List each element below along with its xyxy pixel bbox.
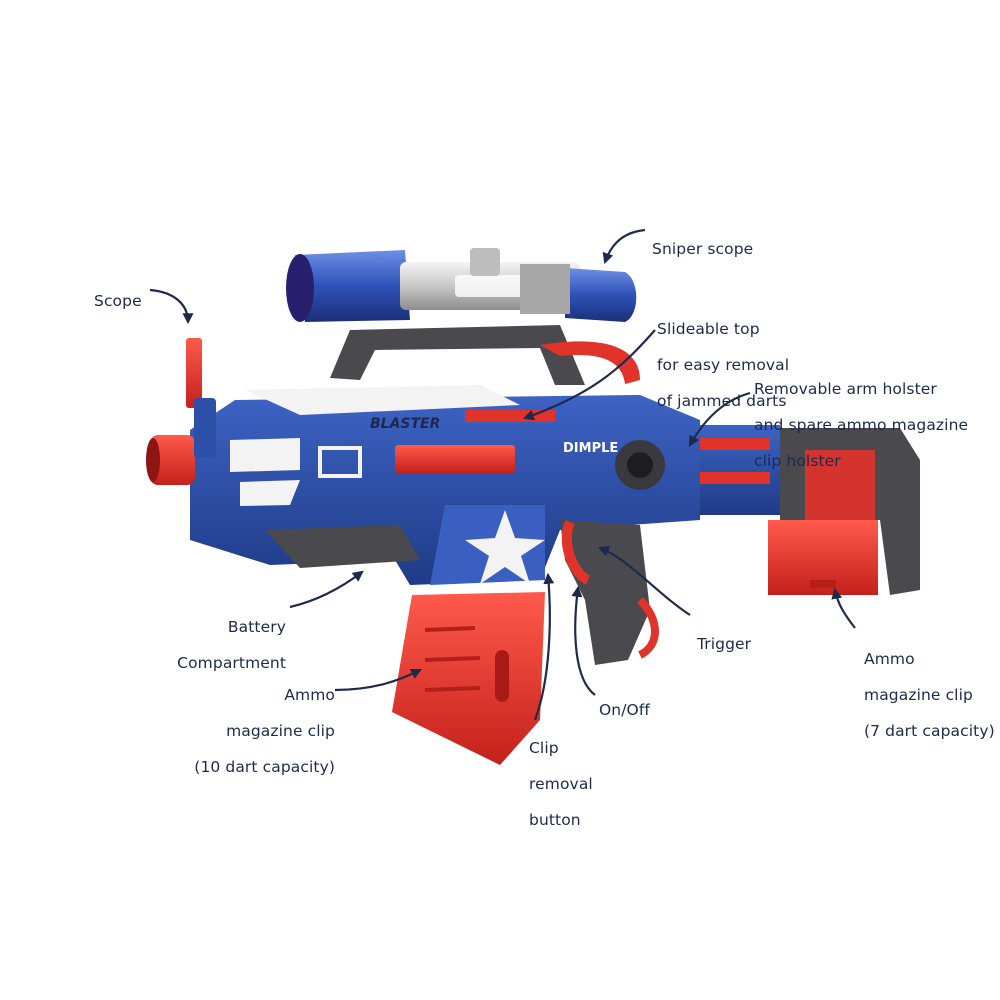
- callout-clip-removal-line-2: removal: [529, 775, 593, 793]
- callout-scope: Scope: [94, 274, 142, 328]
- callout-battery: Battery Compartment: [150, 600, 286, 690]
- callout-clip-removal-line-1: Clip: [529, 739, 559, 757]
- arrow-battery: [289, 570, 364, 609]
- callout-clip-removal: Clip removal button: [529, 721, 593, 847]
- callout-slideable-top-line-3: of jammed darts: [657, 392, 787, 410]
- callout-trigger: Trigger: [697, 617, 751, 671]
- callout-ammo-clip-10-line-3: (10 dart capacity): [194, 758, 335, 776]
- callout-ammo-clip-7: Ammo magazine clip (7 dart capacity): [864, 632, 995, 758]
- callout-clip-removal-line-3: button: [529, 811, 581, 829]
- arrow-ammo-clip-7: [831, 587, 856, 629]
- arrow-on-off: [571, 585, 596, 696]
- trigger-guard: [561, 520, 591, 585]
- barrel-tip: [150, 435, 195, 485]
- battery-compartment-part: [265, 525, 420, 568]
- model-label: BLASTER: [370, 416, 440, 432]
- callout-ammo-clip-10-line-2: magazine clip: [226, 722, 335, 740]
- callout-on-off-line: On/Off: [599, 701, 650, 719]
- callout-scope-line: Scope: [94, 292, 142, 310]
- arrow-sniper-scope: [602, 228, 646, 265]
- front-scope-post: [186, 338, 202, 408]
- side-red-panel: [395, 445, 515, 473]
- callout-battery-line-1: Battery: [227, 618, 286, 636]
- callout-ammo-clip-7-line-3: (7 dart capacity): [864, 722, 995, 740]
- brand-label: DIMPLE: [563, 441, 618, 456]
- callout-on-off: On/Off: [599, 683, 650, 737]
- callout-slideable-top-line-1: Slideable top: [657, 320, 760, 338]
- callout-arm-holster: Removable arm holster and spare ammo mag…: [754, 362, 968, 488]
- sniper-scope-part: [286, 248, 637, 322]
- callout-sniper-scope-line: Sniper scope: [652, 240, 754, 258]
- callout-slideable-top-line-2: for easy removal: [657, 356, 790, 374]
- arrow-clip-removal: [533, 572, 555, 721]
- callout-arm-holster-line-1: Removable arm holster: [754, 380, 937, 398]
- callout-ammo-clip-10: Ammo magazine clip (10 dart capacity): [160, 668, 335, 794]
- blaster-illustration: [146, 248, 920, 765]
- ammo-clip-10-part: [392, 592, 545, 765]
- arrow-trigger: [597, 546, 691, 616]
- callout-arrows: [149, 228, 856, 721]
- callout-battery-line-2: Compartment: [177, 654, 286, 672]
- callout-slideable-top: Slideable top for easy removal of jammed…: [657, 302, 789, 428]
- arrow-scope: [149, 288, 194, 325]
- callout-ammo-clip-7-line-1: Ammo: [864, 650, 915, 668]
- callout-ammo-clip-7-line-2: magazine clip: [864, 686, 973, 704]
- callout-arm-holster-line-2: and spare ammo magazine: [754, 416, 969, 434]
- scope-mount: [330, 325, 585, 385]
- carry-handle-red: [540, 341, 640, 384]
- callout-trigger-line: Trigger: [697, 635, 752, 653]
- star-emblem: [465, 510, 545, 584]
- callout-ammo-clip-10-line-1: Ammo: [284, 686, 335, 704]
- arrow-slideable-top: [522, 329, 656, 421]
- callout-arm-holster-line-3: clip holster: [754, 452, 841, 470]
- callout-sniper-scope: Sniper scope: [652, 222, 753, 276]
- arrow-arm-holster: [688, 391, 751, 447]
- arrow-ammo-clip-10: [334, 669, 422, 692]
- top-white-panel: [245, 385, 520, 415]
- grip-part: [560, 520, 650, 665]
